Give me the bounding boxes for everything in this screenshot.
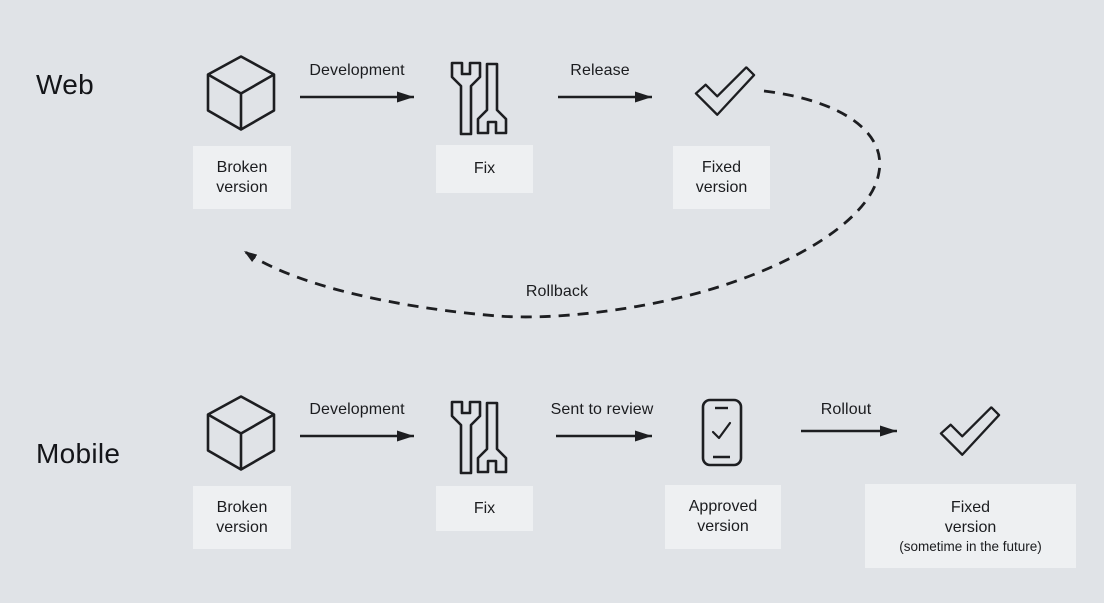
wrenches-icon <box>450 61 512 137</box>
cube-icon <box>204 393 278 473</box>
label-box-broken-version: Broken version <box>193 146 291 209</box>
arrow-label-release: Release <box>570 62 630 79</box>
label-text: Fix <box>473 160 496 178</box>
arrow-label-development: Development <box>309 62 405 79</box>
label-text: Broken version <box>216 498 268 536</box>
cube-icon <box>204 53 278 133</box>
label-note: (sometime in the future) <box>899 539 1042 555</box>
label-box-broken-version: Broken version <box>193 486 291 549</box>
arrow-label-development: Development <box>309 401 405 418</box>
label-text: Approved version <box>688 498 758 535</box>
label-box-fixed-version-future: Fixed version (sometime in the future) <box>865 484 1076 568</box>
wrenches-icon <box>450 400 512 476</box>
arrow-label-sent-to-review: Sent to review <box>550 401 654 418</box>
arrow-label-rollback: Rollback <box>525 283 589 300</box>
row-label-web: Web <box>36 69 94 100</box>
label-text: Fixed version <box>944 498 997 536</box>
label-box-fixed-version: Fixed version <box>673 146 770 209</box>
row-label-mobile: Mobile <box>36 438 121 469</box>
label-box-fix: Fix <box>436 486 533 531</box>
label-text: Fixed version <box>695 158 748 196</box>
label-box-approved-version: Approved version <box>665 485 781 549</box>
label-text: Fix <box>473 499 496 517</box>
label-text: Broken version <box>216 158 268 196</box>
arrow-label-rollout: Rollout <box>820 401 872 418</box>
checkmark-icon <box>694 66 756 117</box>
checkmark-icon <box>939 406 1001 457</box>
phone-check-icon <box>701 398 743 467</box>
label-box-fix: Fix <box>436 145 533 193</box>
